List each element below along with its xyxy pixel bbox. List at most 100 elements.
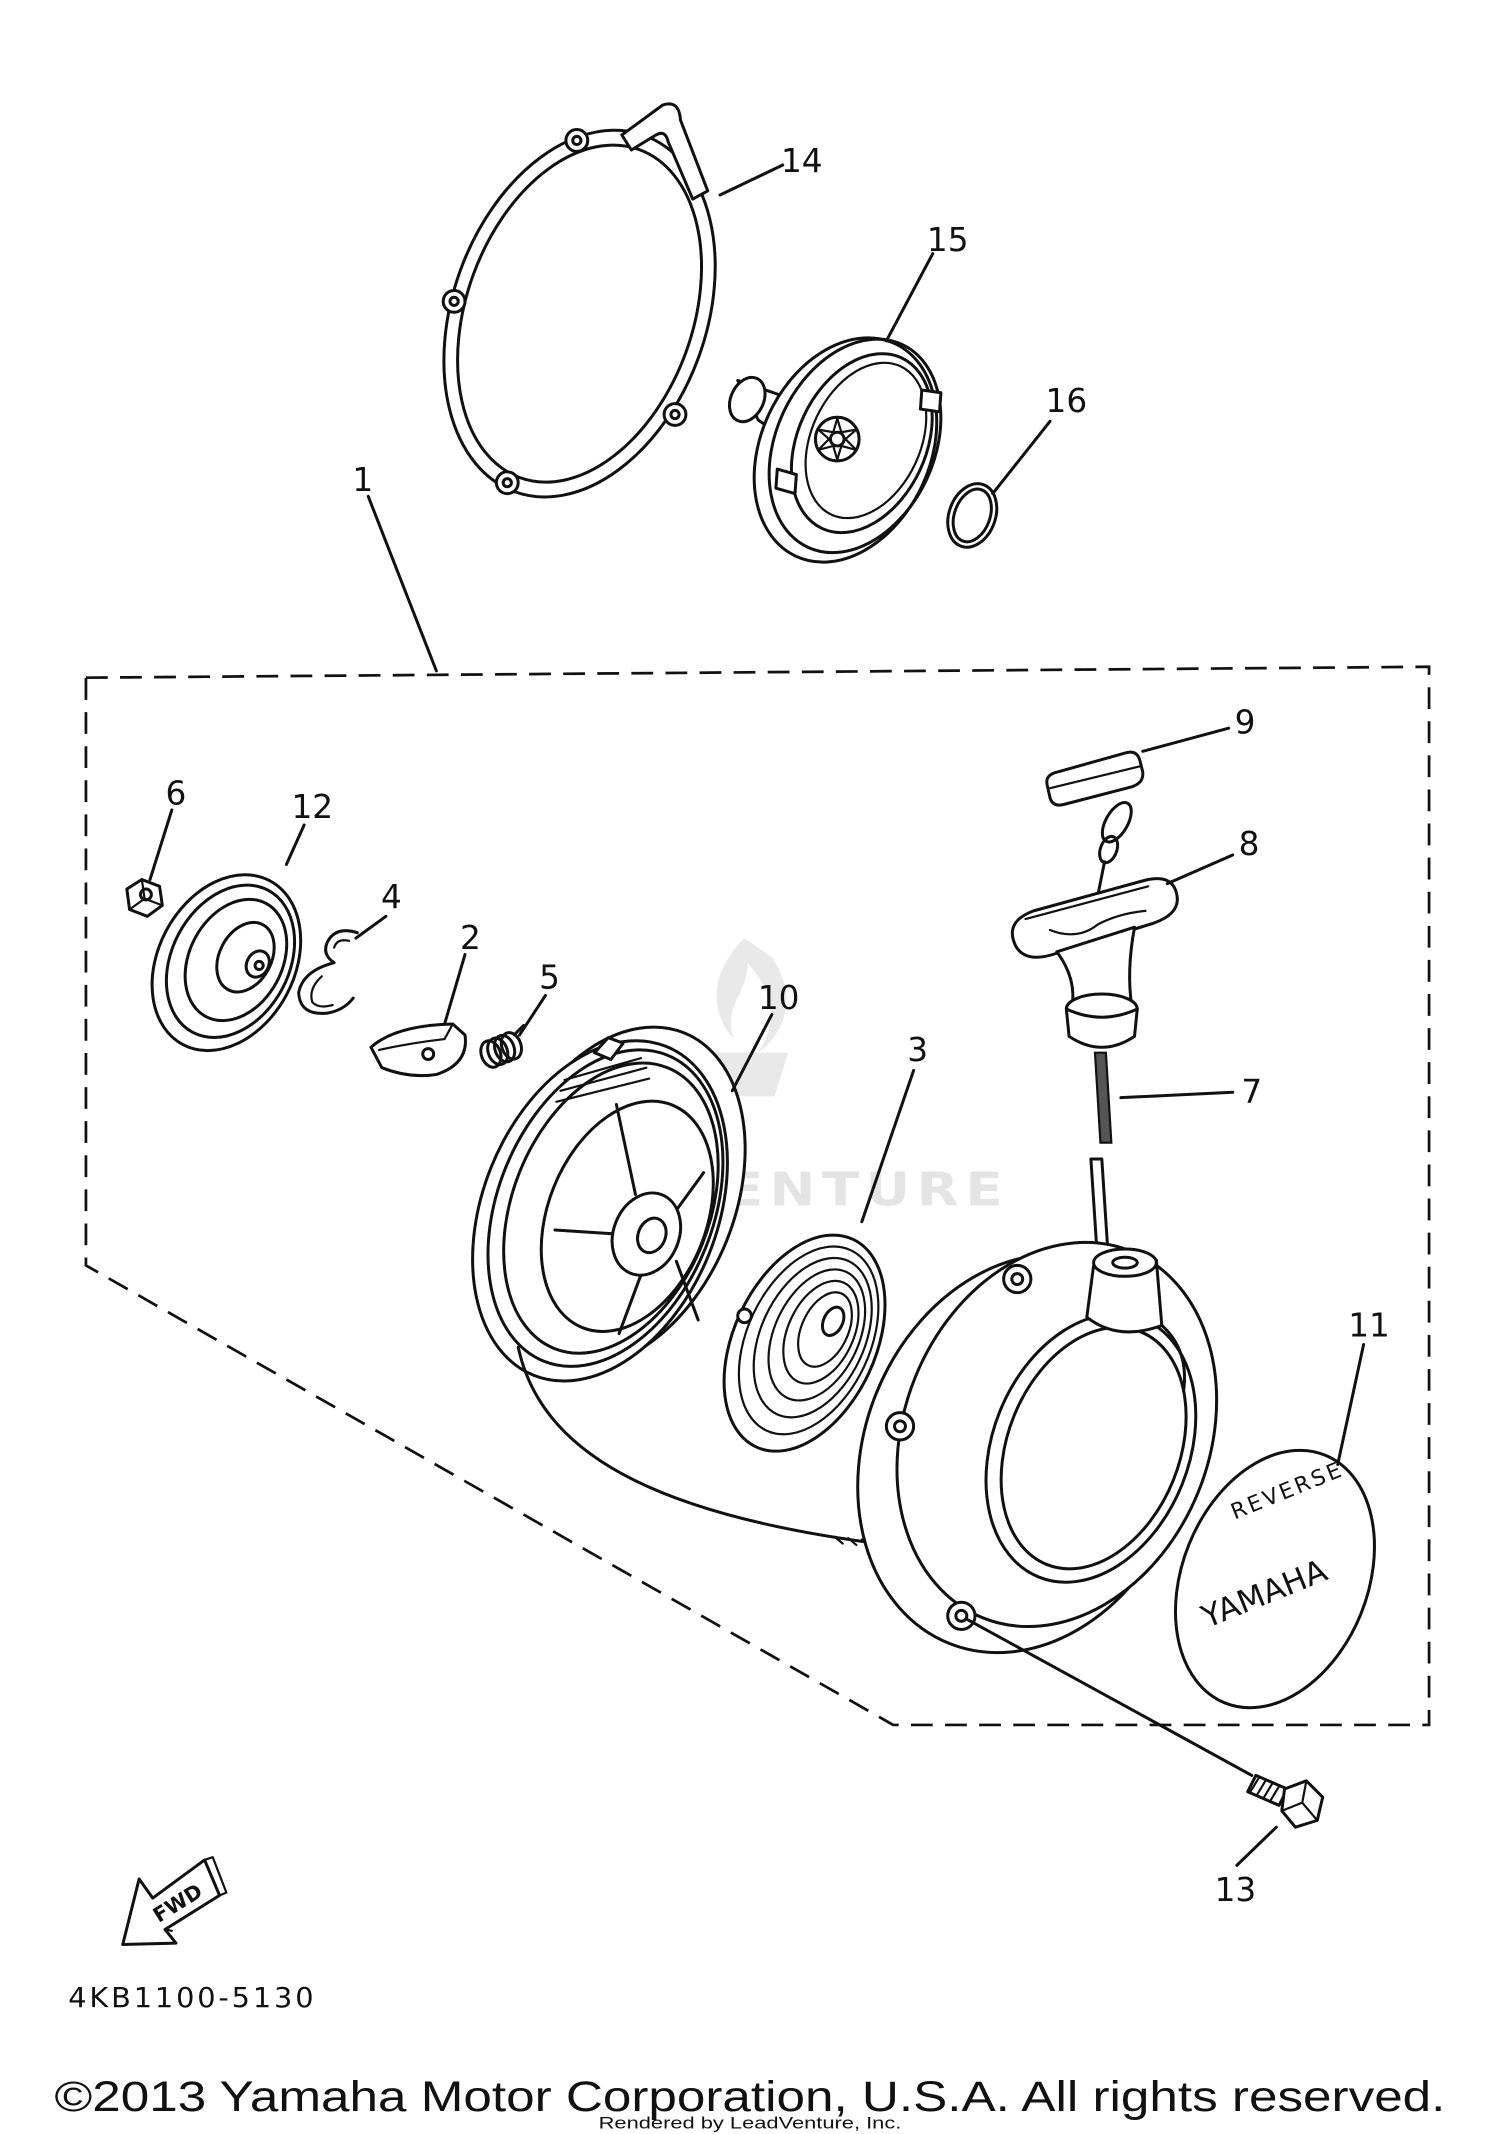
spring-coil [479,1039,503,1069]
copyright-notice: ©2013 Yamaha Motor Corporation, U.S.A. A… [55,2073,1446,2120]
callout-13: 13 [1215,1871,1257,1909]
pawl-pivot-hole [421,1047,436,1062]
gasket-lug [494,470,520,496]
reel-tab [593,1036,625,1062]
clip-wire [297,929,359,1015]
reel-rope-groove [486,1048,725,1368]
pulley-spline-boss [813,415,861,463]
clip-part-4 [297,929,359,1015]
spring-coil [486,1036,510,1067]
leader-line-5 [518,993,547,1037]
leader-line-4 [354,914,388,940]
gasket-part-14 [441,102,717,499]
leader-line-7 [1119,1090,1235,1100]
pawl-edge [378,1022,454,1052]
bolt-head-edge [1280,1779,1319,1822]
housing-mount-hole [1010,1272,1025,1286]
callout-15: 15 [927,221,969,259]
pulley-spline-bore [828,430,846,448]
plate-boss-tip [244,949,271,979]
handle-grip-top [1024,885,1150,936]
callout-16: 16 [1046,382,1088,420]
plate-part-12 [150,873,303,1053]
fwd-arrow-icon [121,1858,222,1946]
rendered-by-credit: Rendered by LeadVenture, Inc. [599,2115,902,2133]
nut-bore [138,887,153,902]
leader-line-16 [991,419,1052,496]
gasket-lug-hole [448,295,460,307]
housing-mount-hole [954,1608,969,1623]
pulley-cup-rim [767,337,943,555]
emblem-part-11: REVERSE YAMAHA [1173,1448,1376,1710]
callout-labels: 1 2 3 4 5 6 7 8 9 10 11 12 13 14 15 16 [166,142,1390,1909]
starter-handle-part-8 [1010,801,1179,1049]
leader-line-8 [1165,853,1235,886]
gasket-lug [564,128,590,153]
reel-hub [610,1191,683,1277]
callout-8: 8 [1239,825,1260,863]
callout-9: 9 [1235,704,1256,742]
reel-hub-bore [636,1216,668,1255]
pawl-part-2 [369,1022,467,1078]
spring-coil [492,1033,517,1064]
emblem-disc [1173,1448,1376,1710]
leader-line-9 [1141,726,1231,753]
rope-line [516,1345,902,1548]
spiral-center-hook [820,1305,846,1337]
gasket-bolt-lugs [441,128,688,496]
spiral-outer-hook [736,1307,753,1325]
gasket-lug-hole [571,134,583,147]
watermark-flame-logo [711,938,789,1097]
housing-mount-ear [946,1600,977,1631]
callout-2: 2 [460,919,481,957]
callout-6: 6 [166,775,187,813]
callout-4: 4 [381,878,402,916]
handle-cap-part-9 [1045,750,1145,807]
diagram-code: 4KB1100-5130 [68,1983,316,2014]
plate-rim-ridge [164,883,297,1040]
leader-lines [148,163,1366,1867]
callout-11: 11 [1348,1306,1390,1344]
o-ring-outer [946,482,999,549]
callout-14: 14 [781,142,823,180]
plate-inner-ridge [183,897,289,1023]
spiral-coil [752,1256,873,1419]
plate-boss-hole [253,959,265,972]
reel-inner-disk [539,1099,715,1333]
gasket-lug [662,402,688,427]
gasket-lug [441,288,467,314]
spiral-coil [797,1291,853,1368]
handle-grommet-body [1064,1007,1139,1049]
handle-rope-loop [1100,801,1133,844]
drive-pulley-part-15 [727,336,943,564]
leader-line-15 [884,252,935,343]
spring-tail [513,1023,526,1036]
clip-wire-inner [310,939,351,1008]
pulley-cup-floor [804,361,928,520]
spiral-spring-part-3 [722,1233,887,1453]
leader-line-2 [443,953,467,1026]
callout-1: 1 [352,461,373,499]
spring-coil [499,1031,523,1061]
pulley-rim-notch [774,467,798,496]
o-ring-inner [951,487,993,544]
gasket-lug-hole [669,408,681,421]
callout-10: 10 [758,979,800,1017]
bolt-part-13 [1246,1773,1325,1829]
fwd-arrow-depth [163,1856,228,1932]
rope-texture [833,1535,885,1549]
reel-rope-windings [555,1057,651,1103]
callout-5: 5 [539,959,560,997]
gasket-inner-edge [456,143,704,484]
callout-12: 12 [291,788,333,826]
callout-3: 3 [907,1031,928,1069]
gasket-lug-hole [501,477,513,489]
reel-part-10 [471,1025,747,1383]
leader-line-1 [366,494,438,673]
pulley-cup-inner [789,352,934,535]
reel-spokes [553,1102,706,1336]
housing-rope-guide-cap [1092,1247,1158,1278]
leader-line-13 [1235,1825,1278,1867]
cap-edge [1048,765,1142,790]
